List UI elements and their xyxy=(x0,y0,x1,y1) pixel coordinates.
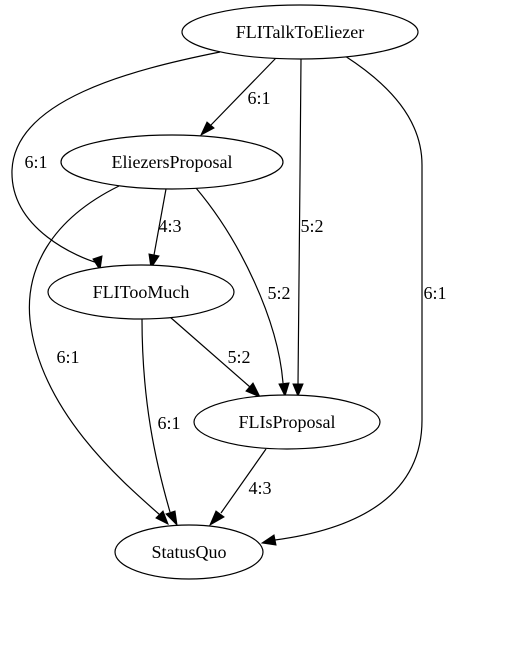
arrowhead-icon xyxy=(148,253,160,270)
node-label: StatusQuo xyxy=(151,542,226,562)
edge-talk-toomuch: 6:1 xyxy=(11,51,221,272)
arrowhead-icon xyxy=(155,510,169,526)
edge-talk-status: 6:1 xyxy=(260,55,447,546)
node-ellipse xyxy=(114,524,264,580)
edge-toomuch-status: 6:1 xyxy=(141,318,181,527)
arrowhead-icon xyxy=(245,382,262,398)
edge-weight-label: 5:2 xyxy=(267,283,290,303)
arrowhead-icon xyxy=(165,510,178,527)
node-eliezer: EliezersProposal xyxy=(60,134,284,190)
arrowhead-icon xyxy=(208,510,225,527)
edge-line xyxy=(11,51,221,264)
arrowhead-icon xyxy=(292,383,304,398)
edge-talk-eliezer: 6:1 xyxy=(199,57,277,137)
edge-toomuch-isprop: 5:2 xyxy=(169,316,262,398)
edge-line xyxy=(195,187,284,384)
arrowhead-icon xyxy=(278,382,290,398)
edge-line xyxy=(220,448,267,514)
edge-line xyxy=(141,318,171,513)
edge-eliezer-isprop: 5:2 xyxy=(195,187,291,398)
edge-line xyxy=(28,185,161,516)
edge-line xyxy=(153,188,167,256)
node-isprop: FLIsProposal xyxy=(193,394,381,450)
node-ellipse xyxy=(193,394,381,450)
edge-weight-label: 4:3 xyxy=(158,216,181,236)
edge-weight-label: 5:2 xyxy=(300,216,323,236)
edge-weight-label: 4:3 xyxy=(248,478,271,498)
edge-weight-label: 6:1 xyxy=(423,283,446,303)
node-toomuch: FLITooMuch xyxy=(47,264,235,320)
edge-line xyxy=(210,57,277,126)
edges-layer: 6:1 6:1 5:2 6:1 4:3 5:2 6:1 5:2 6:1 4:3 xyxy=(11,51,447,546)
node-talk: FLITalkToEliezer xyxy=(181,4,419,60)
arrowhead-icon xyxy=(260,534,277,546)
node-label: FLITalkToEliezer xyxy=(236,22,364,42)
edge-talk-isprop: 5:2 xyxy=(292,58,324,398)
node-label: FLIsProposal xyxy=(238,412,335,432)
edge-eliezer-status: 6:1 xyxy=(28,185,169,526)
node-ellipse xyxy=(181,4,419,60)
edge-line xyxy=(169,316,251,388)
node-label: EliezersProposal xyxy=(112,152,233,172)
arrowhead-icon xyxy=(92,255,103,272)
edge-weight-label: 6:1 xyxy=(56,347,79,367)
node-status: StatusQuo xyxy=(114,524,264,580)
edge-weight-label: 6:1 xyxy=(24,152,47,172)
node-ellipse xyxy=(47,264,235,320)
edge-isprop-status: 4:3 xyxy=(208,448,272,527)
edge-line xyxy=(274,55,423,541)
edge-weight-label: 6:1 xyxy=(157,413,180,433)
node-ellipse xyxy=(60,134,284,190)
node-label: FLITooMuch xyxy=(93,282,190,302)
edge-weight-label: 6:1 xyxy=(247,88,270,108)
nodes-layer: FLITalkToEliezerEliezersProposalFLITooMu… xyxy=(47,4,419,580)
edge-eliezer-toomuch: 4:3 xyxy=(148,188,182,270)
arrowhead-icon xyxy=(199,121,215,137)
edge-line xyxy=(297,58,302,386)
edge-weight-label: 5:2 xyxy=(227,347,250,367)
